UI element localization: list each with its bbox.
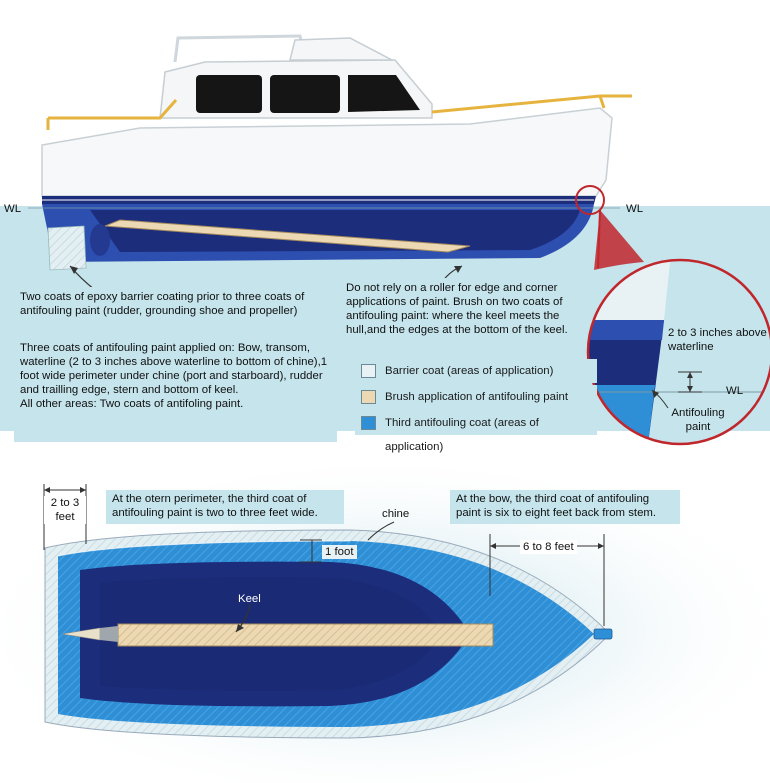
keel-label: Keel — [238, 593, 261, 605]
antifouling-label: Antifouling paint — [671, 407, 725, 433]
bow-note: At the bow, the third coat of antifoulin… — [450, 490, 680, 524]
boat-plan-view — [43, 484, 613, 739]
stern-width-label: 2 to 3 feet — [44, 496, 86, 524]
rudder-barrier — [47, 225, 87, 271]
legend-item-third-coat: Third antifouling coat (areas of applica… — [355, 411, 597, 453]
legend-item-barrier: Barrier coat (areas of application) — [355, 359, 597, 383]
all-other-areas-text: All other areas: Two coats of antifoling… — [20, 398, 244, 410]
epoxy-note: Two coats of epoxy barrier coating prior… — [14, 287, 336, 323]
keel-plan — [117, 623, 494, 647]
callout-circle — [575, 185, 605, 215]
legend-label: Barrier coat (areas of application) — [385, 365, 554, 377]
three-coats-note: Three coats of antifouling paint applied… — [14, 338, 337, 442]
legend-label: Brush application of antifouling paint — [385, 391, 569, 403]
one-foot-label: 1 foot — [322, 545, 357, 559]
cabin-window — [196, 75, 262, 113]
keel-side — [104, 219, 471, 253]
bow-distance-label: 6 to 8 feet — [520, 540, 577, 554]
propeller — [90, 224, 110, 256]
cabin-window — [348, 75, 420, 112]
boat-side-view — [28, 34, 632, 291]
waterline-label-left: WL — [4, 203, 22, 215]
third-coat-swatch — [361, 416, 376, 430]
legend-label: Third antifouling coat (areas of applica… — [385, 417, 539, 453]
waterline-label-right: WL — [626, 203, 644, 215]
cabin-window — [270, 75, 340, 113]
topsides — [41, 107, 613, 197]
barrier-swatch — [361, 364, 376, 378]
three-coats-text: Three coats of antifouling paint applied… — [20, 342, 328, 396]
above-waterline-label: 2 to 3 inches above waterline — [668, 327, 767, 353]
stern-note: At the otern perimeter, the third coat o… — [106, 490, 344, 524]
detail-wl-label: WL — [726, 385, 744, 397]
brush-swatch — [361, 390, 376, 404]
legend-item-brush: Brush application of antifouling paint — [355, 385, 597, 409]
stem — [593, 628, 613, 640]
roller-note: Do not rely on a roller for edge and cor… — [340, 278, 586, 336]
chine-label: chine — [382, 508, 410, 520]
